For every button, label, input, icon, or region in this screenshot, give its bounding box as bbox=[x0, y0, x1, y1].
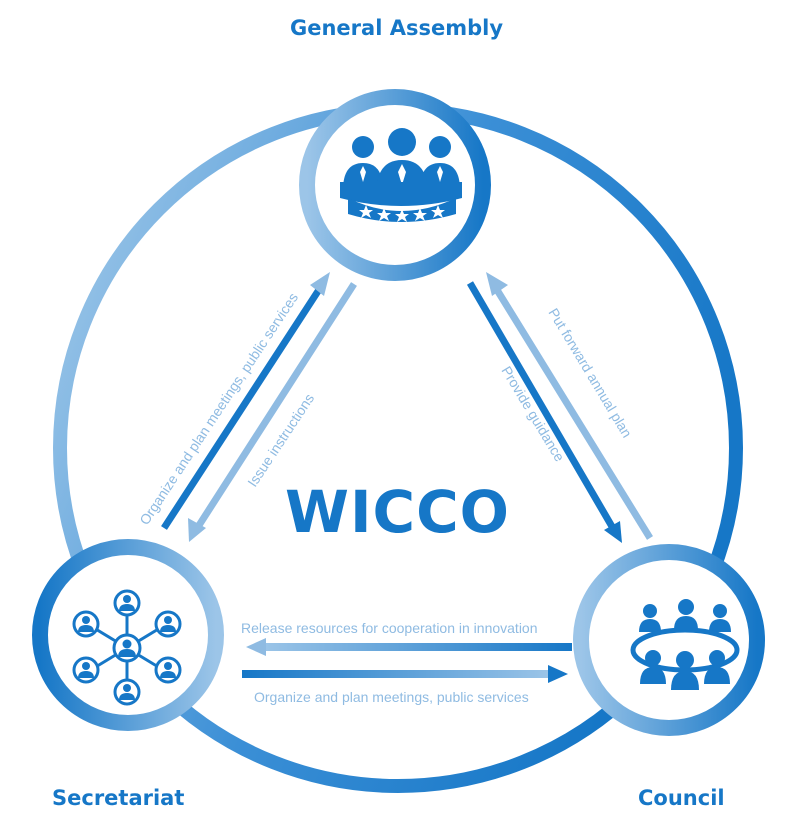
label-secretariat-to-council: Organize and plan meetings, public servi… bbox=[254, 689, 529, 705]
label-council-to-assembly: Put forward annual plan bbox=[545, 305, 635, 440]
label-assembly-to-council: Provide guidance bbox=[498, 363, 568, 464]
label-council-to-secretariat: Release resources for cooperation in inn… bbox=[241, 620, 538, 636]
arrow-assembly-to-secretariat bbox=[188, 282, 357, 542]
arrow-secretariat-to-council bbox=[242, 665, 568, 683]
arrow-council-to-secretariat bbox=[246, 638, 572, 656]
arrow-council-to-assembly bbox=[486, 272, 653, 540]
arrow-assembly-to-council bbox=[466, 281, 622, 543]
network-people-icon bbox=[72, 589, 182, 706]
secretariat-label: Secretariat bbox=[52, 786, 185, 810]
arrow-secretariat-to-assembly bbox=[161, 272, 330, 530]
general-assembly-label: General Assembly bbox=[290, 16, 504, 40]
council-table-icon bbox=[630, 599, 740, 690]
council-label: Council bbox=[638, 786, 725, 810]
center-title: WICCO bbox=[285, 478, 510, 546]
assembly-people-icon bbox=[340, 128, 462, 222]
